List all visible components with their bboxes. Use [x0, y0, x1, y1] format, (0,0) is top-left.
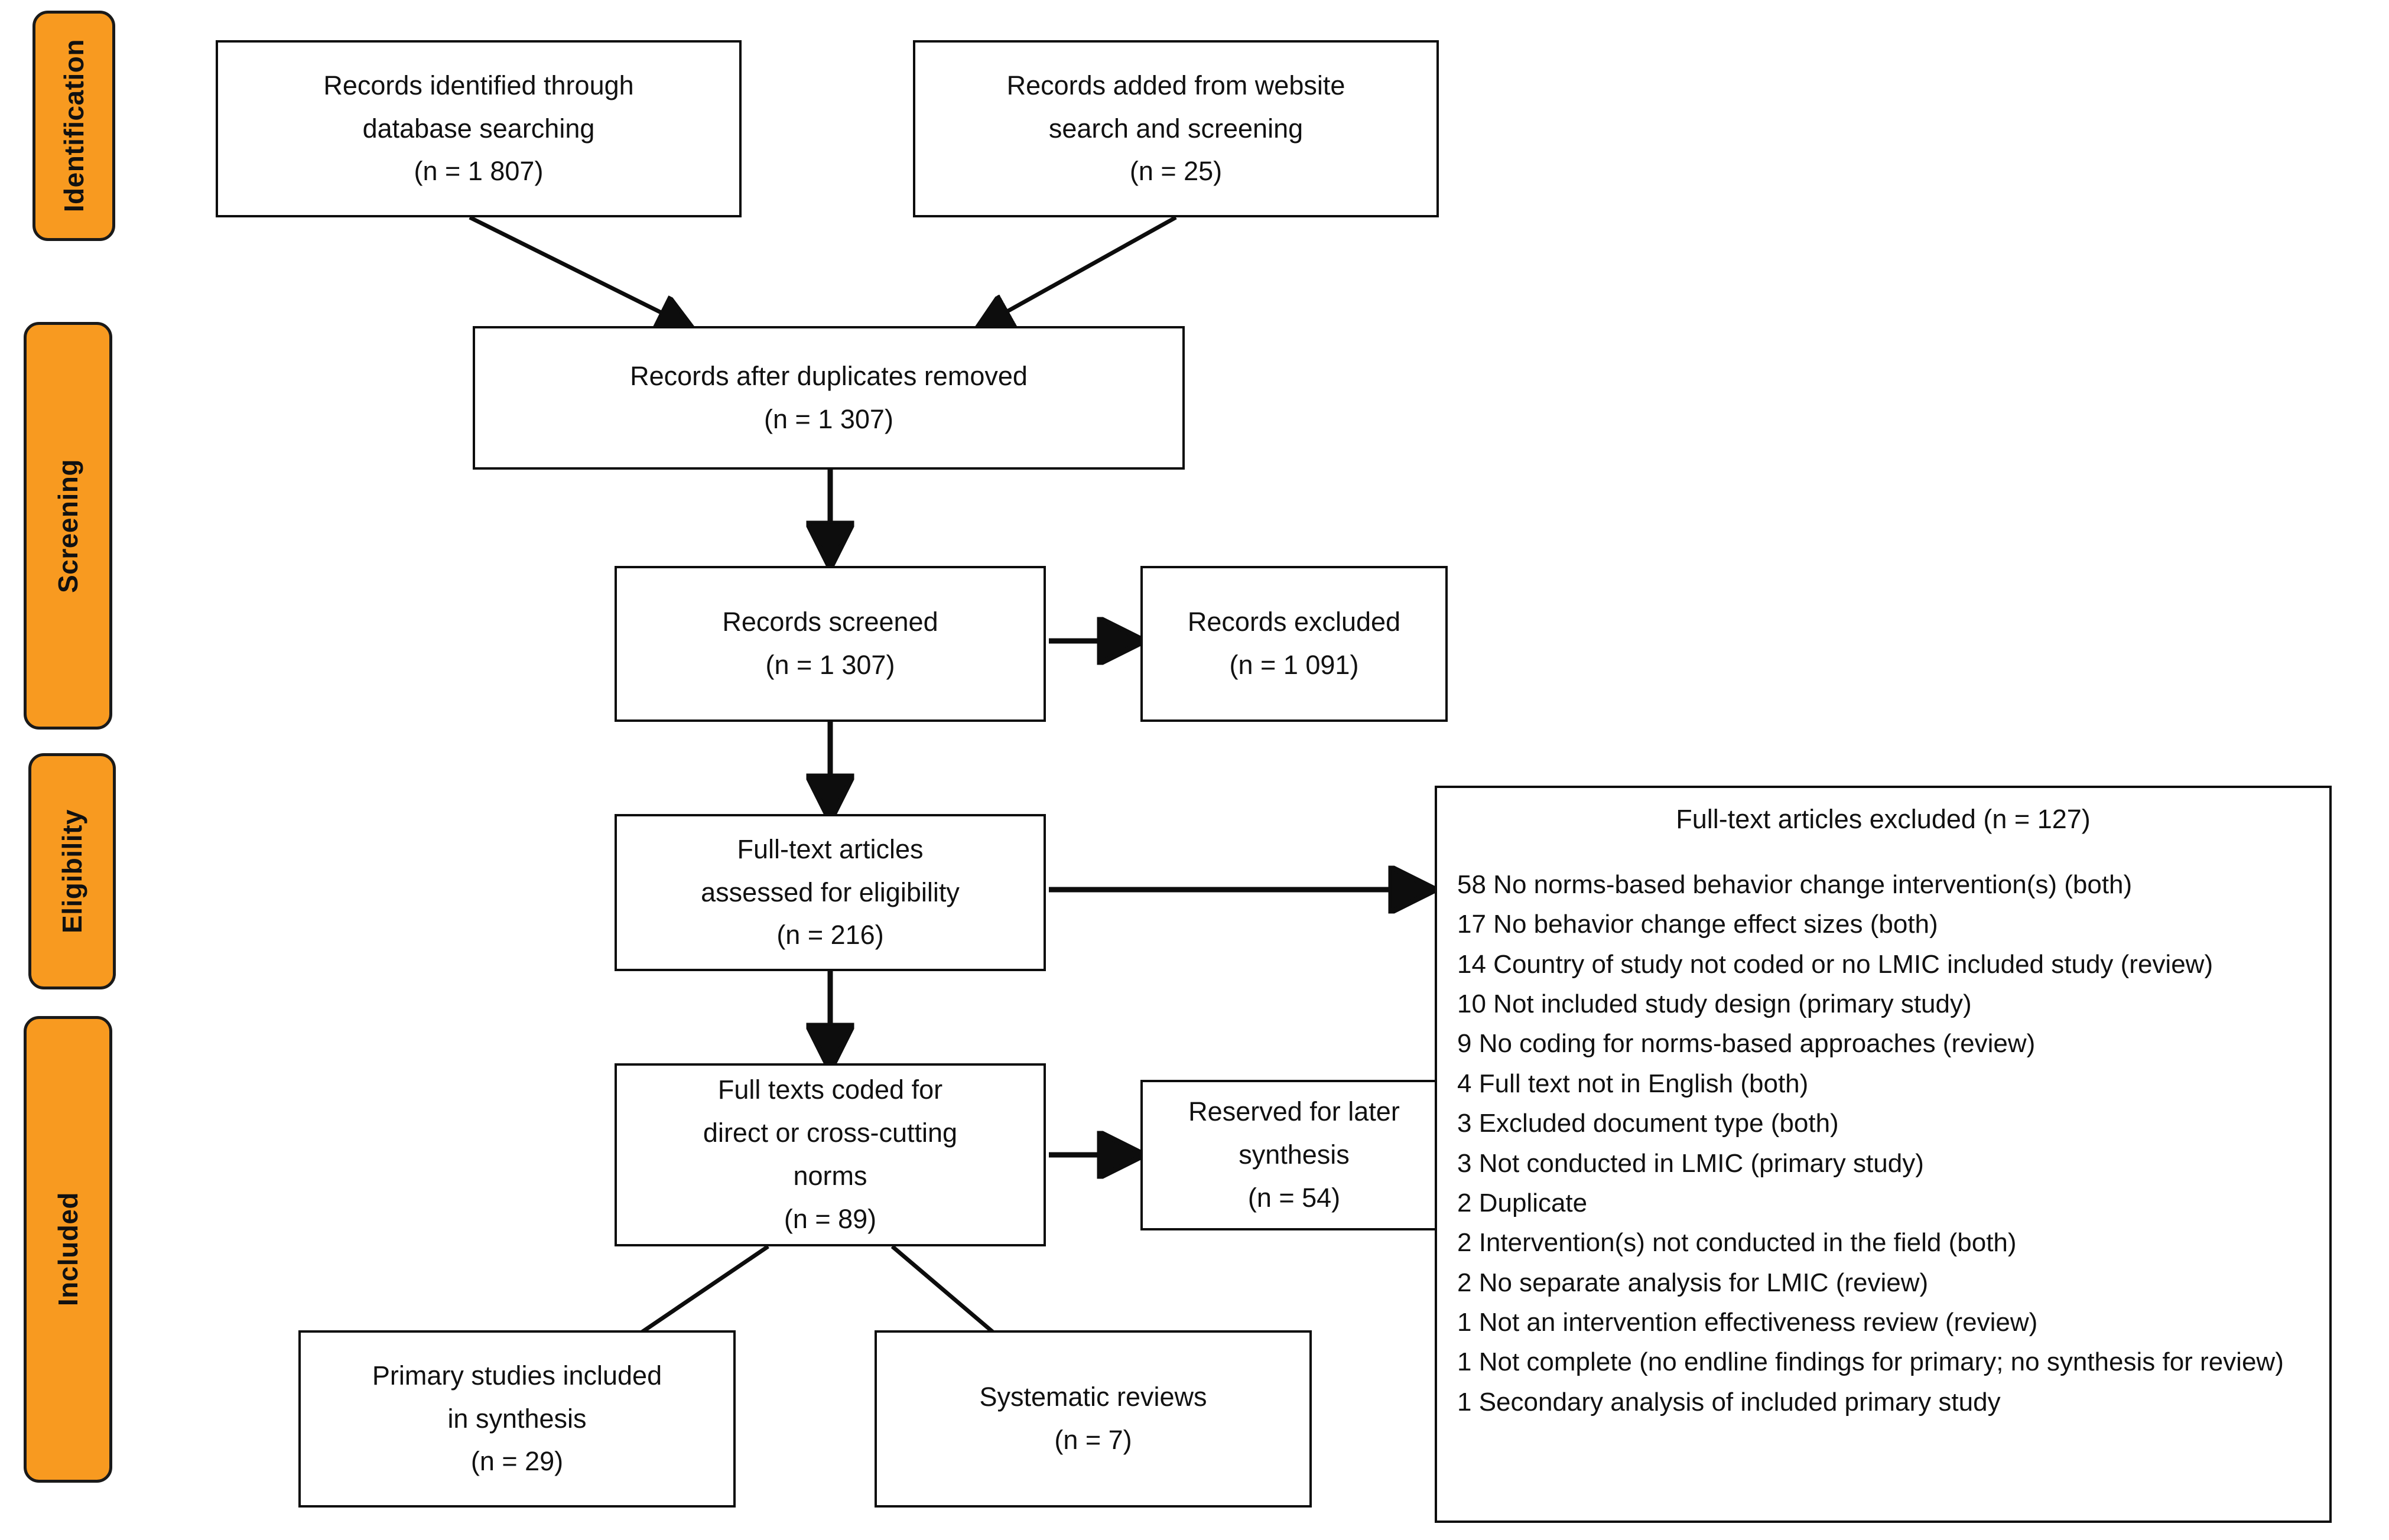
stage-label-identification: Identification — [58, 39, 89, 213]
excluded-reason-item: 14 Country of study not coded or no LMIC… — [1457, 949, 2214, 979]
excluded-reason-item: 3 Not conducted in LMIC (primary study) — [1457, 1148, 1924, 1178]
box-count: (n = 1 807) — [414, 156, 544, 187]
connector-db-to-duplicates — [469, 215, 688, 326]
box-records-identified-database[interactable]: Records identified through database sear… — [216, 40, 742, 217]
connector-web-to-duplicates — [981, 215, 1177, 326]
box-records-added-website[interactable]: Records added from website search and sc… — [913, 40, 1439, 217]
box-line-2: synthesis — [1239, 1139, 1350, 1170]
stage-tab-screening[interactable]: Screening — [24, 322, 112, 730]
box-records-after-duplicates-removed[interactable]: Records after duplicates removed (n = 1 … — [473, 326, 1185, 470]
box-count: (n = 1 091) — [1229, 650, 1359, 680]
excluded-panel-title: Full-text articles excluded (n = 127) — [1676, 804, 2091, 834]
excluded-reason-item: 2 Duplicate — [1457, 1188, 1588, 1217]
box-reserved-later-synthesis[interactable]: Reserved for later synthesis (n = 54) — [1140, 1080, 1448, 1230]
box-count: (n = 7) — [1054, 1425, 1132, 1455]
excluded-reason-item: 58 No norms-based behavior change interv… — [1457, 870, 2133, 899]
panel-fulltext-articles-excluded[interactable]: Full-text articles excluded (n = 127) 58… — [1435, 786, 2332, 1523]
excluded-reason-item: 17 No behavior change effect sizes (both… — [1457, 910, 1938, 939]
excluded-reason-item: 9 No coding for norms-based approaches (… — [1457, 1029, 2036, 1059]
box-count: (n = 25) — [1129, 156, 1223, 187]
box-line-1: Records after duplicates removed — [630, 360, 1028, 391]
excluded-reason-item: 4 Full text not in English (both) — [1457, 1069, 1809, 1098]
stage-label-eligibility: Eligibility — [57, 809, 87, 933]
box-line-1: Full-text articles — [737, 834, 924, 864]
box-line-1: Reserved for later — [1188, 1096, 1400, 1127]
excluded-reason-item: 1 Secondary analysis of included primary… — [1457, 1387, 2001, 1417]
box-line-2: assessed for eligibility — [701, 877, 960, 907]
box-count: (n = 54) — [1247, 1182, 1341, 1213]
box-systematic-reviews[interactable]: Systematic reviews (n = 7) — [875, 1330, 1312, 1508]
box-line-2: in synthesis — [447, 1403, 587, 1434]
box-line-1: Systematic reviews — [979, 1382, 1207, 1412]
excluded-reason-item: 3 Excluded document type (both) — [1457, 1109, 1839, 1138]
box-line-1: Records added from website — [1006, 70, 1345, 100]
box-fulltext-assessed-eligibility[interactable]: Full-text articles assessed for eligibil… — [615, 814, 1046, 971]
box-line-1: Full texts coded for — [717, 1075, 943, 1105]
box-line-1: Records screened — [722, 607, 938, 637]
box-line-2: database searching — [362, 113, 595, 144]
box-line-2: direct or cross-cutting — [703, 1118, 958, 1148]
stage-label-included: Included — [53, 1192, 83, 1307]
box-count: (n = 89) — [784, 1203, 877, 1234]
box-fulltexts-coded-norms[interactable]: Full texts coded for direct or cross-cut… — [615, 1063, 1046, 1246]
box-count: (n = 216) — [776, 920, 884, 950]
box-line-3: norms — [793, 1161, 867, 1191]
excluded-reason-item: 1 Not an intervention effectiveness revi… — [1457, 1307, 2038, 1337]
box-primary-studies-included[interactable]: Primary studies included in synthesis (n… — [298, 1330, 736, 1508]
box-line-1: Records excluded — [1187, 607, 1401, 637]
box-count: (n = 1 307) — [765, 650, 895, 680]
excluded-reason-item: 1 Not complete (no endline findings for … — [1457, 1347, 2284, 1377]
box-records-screened[interactable]: Records screened (n = 1 307) — [615, 566, 1046, 722]
stage-tab-included[interactable]: Included — [24, 1016, 112, 1483]
stage-tab-eligibility[interactable]: Eligibility — [28, 753, 116, 989]
stage-tab-identification[interactable]: Identification — [32, 11, 115, 241]
excluded-reason-item: 2 No separate analysis for LMIC (review) — [1457, 1268, 1929, 1297]
excluded-reason-item: 10 Not included study design (primary st… — [1457, 989, 1972, 1019]
box-line-2: search and screening — [1048, 113, 1304, 144]
box-line-1: Primary studies included — [372, 1360, 662, 1391]
box-count: (n = 1 307) — [764, 403, 893, 434]
excluded-reason-item: 2 Intervention(s) not conducted in the f… — [1457, 1228, 2017, 1258]
box-line-1: Records identified through — [323, 70, 634, 100]
box-records-excluded[interactable]: Records excluded (n = 1 091) — [1140, 566, 1448, 722]
stage-label-screening: Screening — [53, 458, 83, 593]
excluded-reasons-list: 58 No norms-based behavior change interv… — [1457, 866, 2309, 1421]
box-count: (n = 29) — [470, 1446, 564, 1477]
